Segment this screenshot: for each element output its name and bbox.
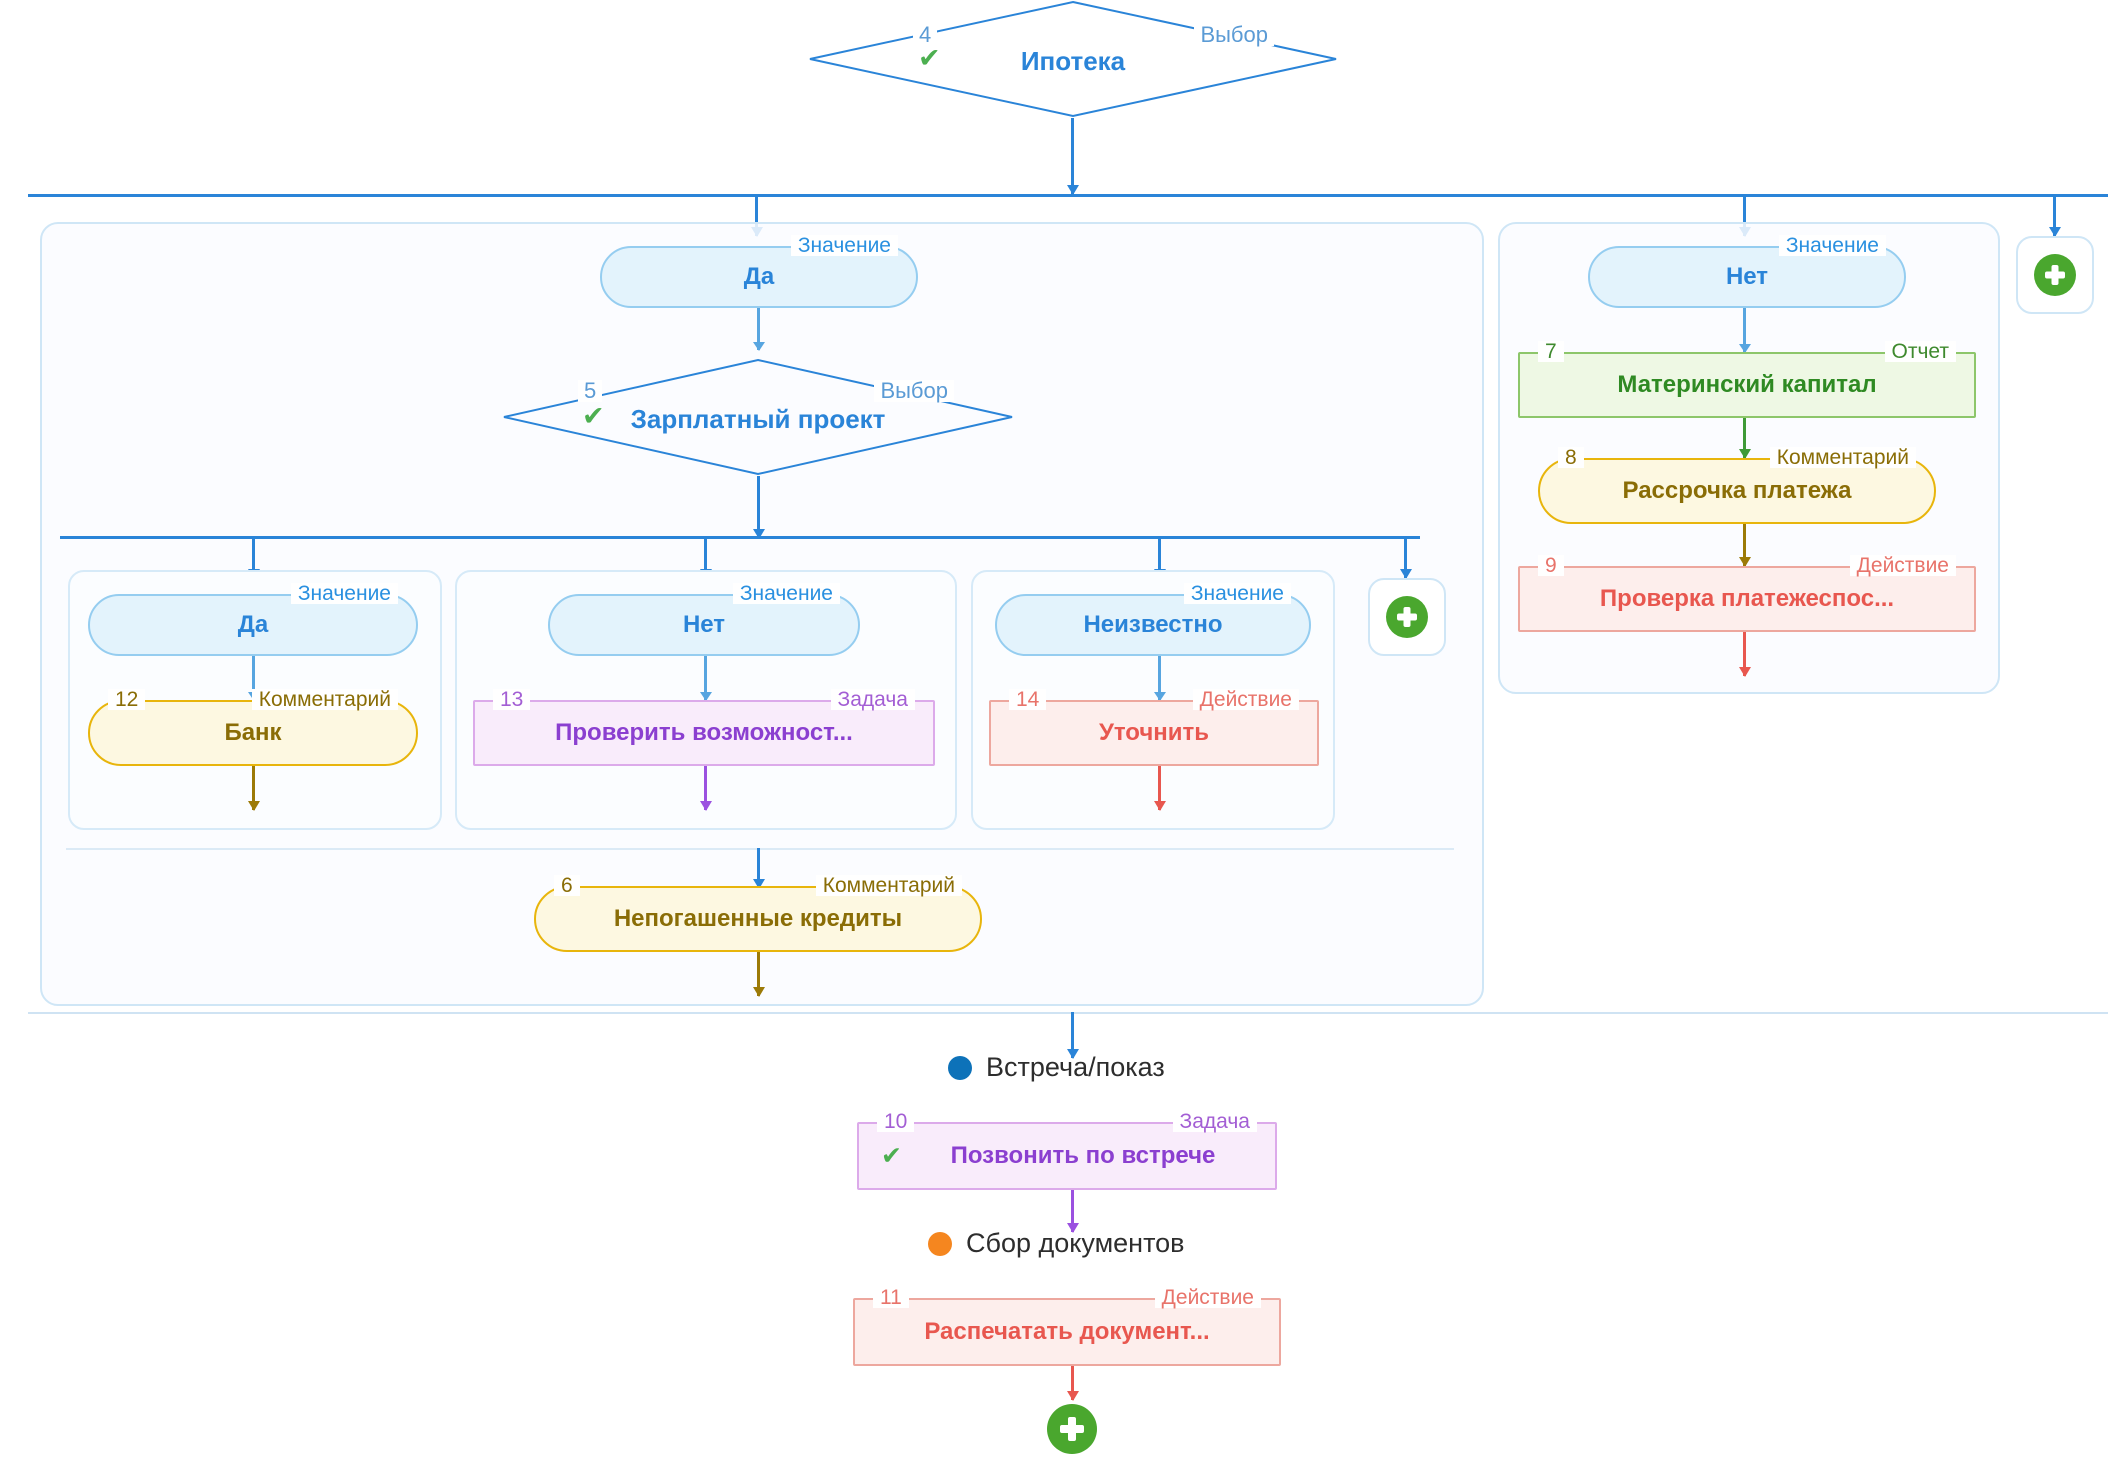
add-step-button-bottom[interactable] [1047, 1404, 1097, 1459]
node-number: 13 [493, 689, 531, 710]
node-kind-label: Комментарий [1769, 447, 1916, 468]
plus-icon [1386, 596, 1428, 638]
plus-icon [1047, 1404, 1097, 1454]
completed-check-icon: ✔ [881, 1141, 902, 1170]
node-number: 12 [108, 689, 146, 710]
node-kind-label: Задача [1172, 1111, 1257, 1132]
connector-comment8-to-action9 [1738, 524, 1751, 567]
value-node-yes[interactable]: Значение Да [88, 583, 418, 656]
value-node-yes-top[interactable]: Значение Да [600, 235, 918, 308]
node-title: Проверить возможност... [555, 719, 853, 746]
node-kind-label: Действие [1849, 555, 1956, 576]
stage-marker-documents[interactable]: Сбор документов [928, 1228, 1185, 1259]
node-number: 10 [877, 1111, 915, 1132]
stage-dot-icon [928, 1231, 952, 1256]
node-title: Материнский капитал [1617, 371, 1877, 398]
choice-node-mortgage[interactable]: 4 Выбор ✔ Ипотека [808, 0, 1338, 118]
connector-task13-out [699, 766, 712, 811]
action-node-print-documents[interactable]: 11 Действие Распечатать документ... [853, 1287, 1281, 1366]
connector-no-top-to-report7 [1738, 308, 1751, 353]
connector-unknown-to-action14 [1153, 656, 1166, 701]
connector-loans-out [752, 952, 765, 997]
node-title: Уточнить [1098, 719, 1210, 746]
node-kind-label: Значение [290, 583, 398, 604]
node-kind-label: Комментарий [251, 689, 398, 710]
node-title: Да [743, 263, 775, 290]
task-node-call-about-meeting[interactable]: 10 Задача ✔ Позвонить по встрече [857, 1111, 1277, 1190]
node-number: 11 [873, 1287, 909, 1308]
completed-check-icon: ✔ [918, 43, 941, 73]
node-title: Рассрочка платежа [1622, 477, 1852, 504]
node-number: 4 [913, 24, 938, 46]
value-node-no-top[interactable]: Значение Нет [1588, 235, 1906, 308]
node-kind-label: Отчет [1884, 341, 1956, 362]
completed-check-icon: ✔ [582, 401, 605, 431]
node-kind-label: Значение [732, 583, 840, 604]
stage-marker-meeting[interactable]: Встреча/показ [948, 1052, 1165, 1083]
node-title: Неизвестно [1083, 611, 1223, 638]
plus-icon [2034, 254, 2076, 296]
node-number: 5 [578, 380, 603, 402]
node-kind-label: Комментарий [815, 875, 962, 896]
report-node-maternity-capital[interactable]: 7 Отчет Материнский капитал [1518, 341, 1976, 418]
node-number: 8 [1558, 447, 1584, 468]
connector-inner-rail-to-add [1399, 536, 1412, 579]
value-node-unknown[interactable]: Значение Неизвестно [995, 583, 1311, 656]
inner-branch-merge-divider [66, 848, 1454, 850]
node-title: Нет [1725, 263, 1769, 290]
connector-report7-to-comment8 [1738, 418, 1751, 459]
connector-task10-to-stage-docs [1066, 1190, 1079, 1233]
node-title: Непогашенные кредиты [613, 905, 903, 932]
node-title: Проверка платежеспос... [1599, 585, 1895, 612]
connector-action9-out [1738, 632, 1751, 677]
connector-no-to-task13 [699, 656, 712, 701]
action-node-solvency-check[interactable]: 9 Действие Проверка платежеспос... [1518, 555, 1976, 632]
value-node-no[interactable]: Значение Нет [548, 583, 860, 656]
connector-action14-out [1153, 766, 1166, 811]
node-title: Нет [682, 611, 726, 638]
action-node-clarify[interactable]: 14 Действие Уточнить [989, 689, 1319, 766]
stage-label: Встреча/показ [986, 1052, 1165, 1082]
connector-rail-to-add-branch [2048, 194, 2061, 237]
node-title: Ипотека [1020, 46, 1126, 76]
connector-merge-to-stage-meeting [1066, 1012, 1079, 1059]
comment-node-bank[interactable]: 12 Комментарий Банк [88, 689, 418, 766]
node-title: Позвонить по встрече [950, 1142, 1216, 1169]
node-number: 7 [1538, 341, 1564, 362]
node-number: 9 [1538, 555, 1564, 576]
connector-action11-to-add [1066, 1366, 1079, 1401]
comment-node-outstanding-loans[interactable]: 6 Комментарий Непогашенные кредиты [534, 875, 982, 952]
comment-node-installment[interactable]: 8 Комментарий Рассрочка платежа [1538, 447, 1936, 524]
node-title: Да [237, 611, 269, 638]
choice-node-salary-project[interactable]: 5 Выбор ✔ Зарплатный проект [502, 358, 1014, 476]
node-kind-label: Действие [1192, 689, 1299, 710]
task-node-check-possibility[interactable]: 13 Задача Проверить возможност... [473, 689, 935, 766]
node-title: Банк [224, 719, 282, 746]
branch-merge-divider-bottom [28, 1012, 2108, 1014]
node-kind-label: Значение [1183, 583, 1291, 604]
node-title: Зарплатный проект [630, 404, 886, 434]
connector-merge-to-loans [752, 848, 765, 889]
branch-split-rail-top [28, 194, 2108, 197]
connector-choice5-to-split [752, 476, 765, 539]
node-kind-label: Действие [1154, 1287, 1261, 1308]
node-kind-label: Значение [790, 235, 898, 256]
add-branch-button-inner[interactable] [1368, 578, 1446, 656]
node-title: Распечатать документ... [924, 1318, 1210, 1345]
connector-yes-to-choice5 [752, 308, 765, 351]
node-number: 6 [554, 875, 580, 896]
node-kind-label: Задача [830, 689, 915, 710]
connector-mortgage-to-split [1066, 118, 1079, 195]
node-kind-label: Значение [1778, 235, 1886, 256]
stage-dot-icon [948, 1055, 972, 1080]
connector-bank-out [247, 766, 260, 811]
branch-split-rail-inner [60, 536, 1420, 539]
node-kind-label: Выбор [874, 380, 954, 402]
add-branch-button-top-right[interactable] [2016, 236, 2094, 314]
node-kind-label: Выбор [1194, 24, 1274, 46]
stage-label: Сбор документов [966, 1228, 1185, 1258]
node-number: 14 [1009, 689, 1047, 710]
